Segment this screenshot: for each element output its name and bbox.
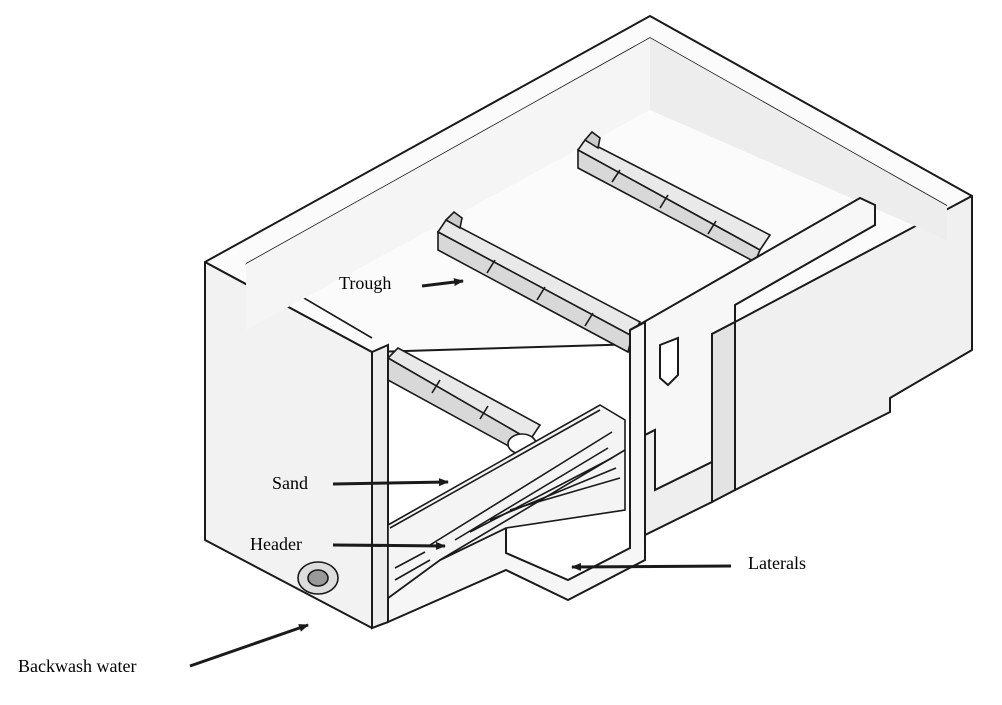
header-label: Header (250, 534, 302, 554)
trough-middle (436, 210, 642, 354)
sand-arrow (332, 478, 449, 487)
laterals-bed (387, 404, 626, 600)
trough-label: Trough (339, 273, 392, 293)
header-arrow (332, 541, 446, 550)
backwash-water-label: Backwash water (18, 656, 137, 676)
sand-label: Sand (272, 473, 308, 493)
backwash-inlet (297, 561, 339, 595)
trough-front (386, 347, 542, 457)
trough-back (576, 130, 772, 264)
central-channel (629, 196, 876, 537)
basin-back-wall (246, 38, 947, 330)
backwash-arrow (189, 623, 309, 668)
laterals-arrow (571, 562, 732, 571)
laterals-label: Laterals (748, 553, 806, 573)
annotation-arrows (189, 278, 732, 668)
trough-arrow (421, 278, 464, 288)
